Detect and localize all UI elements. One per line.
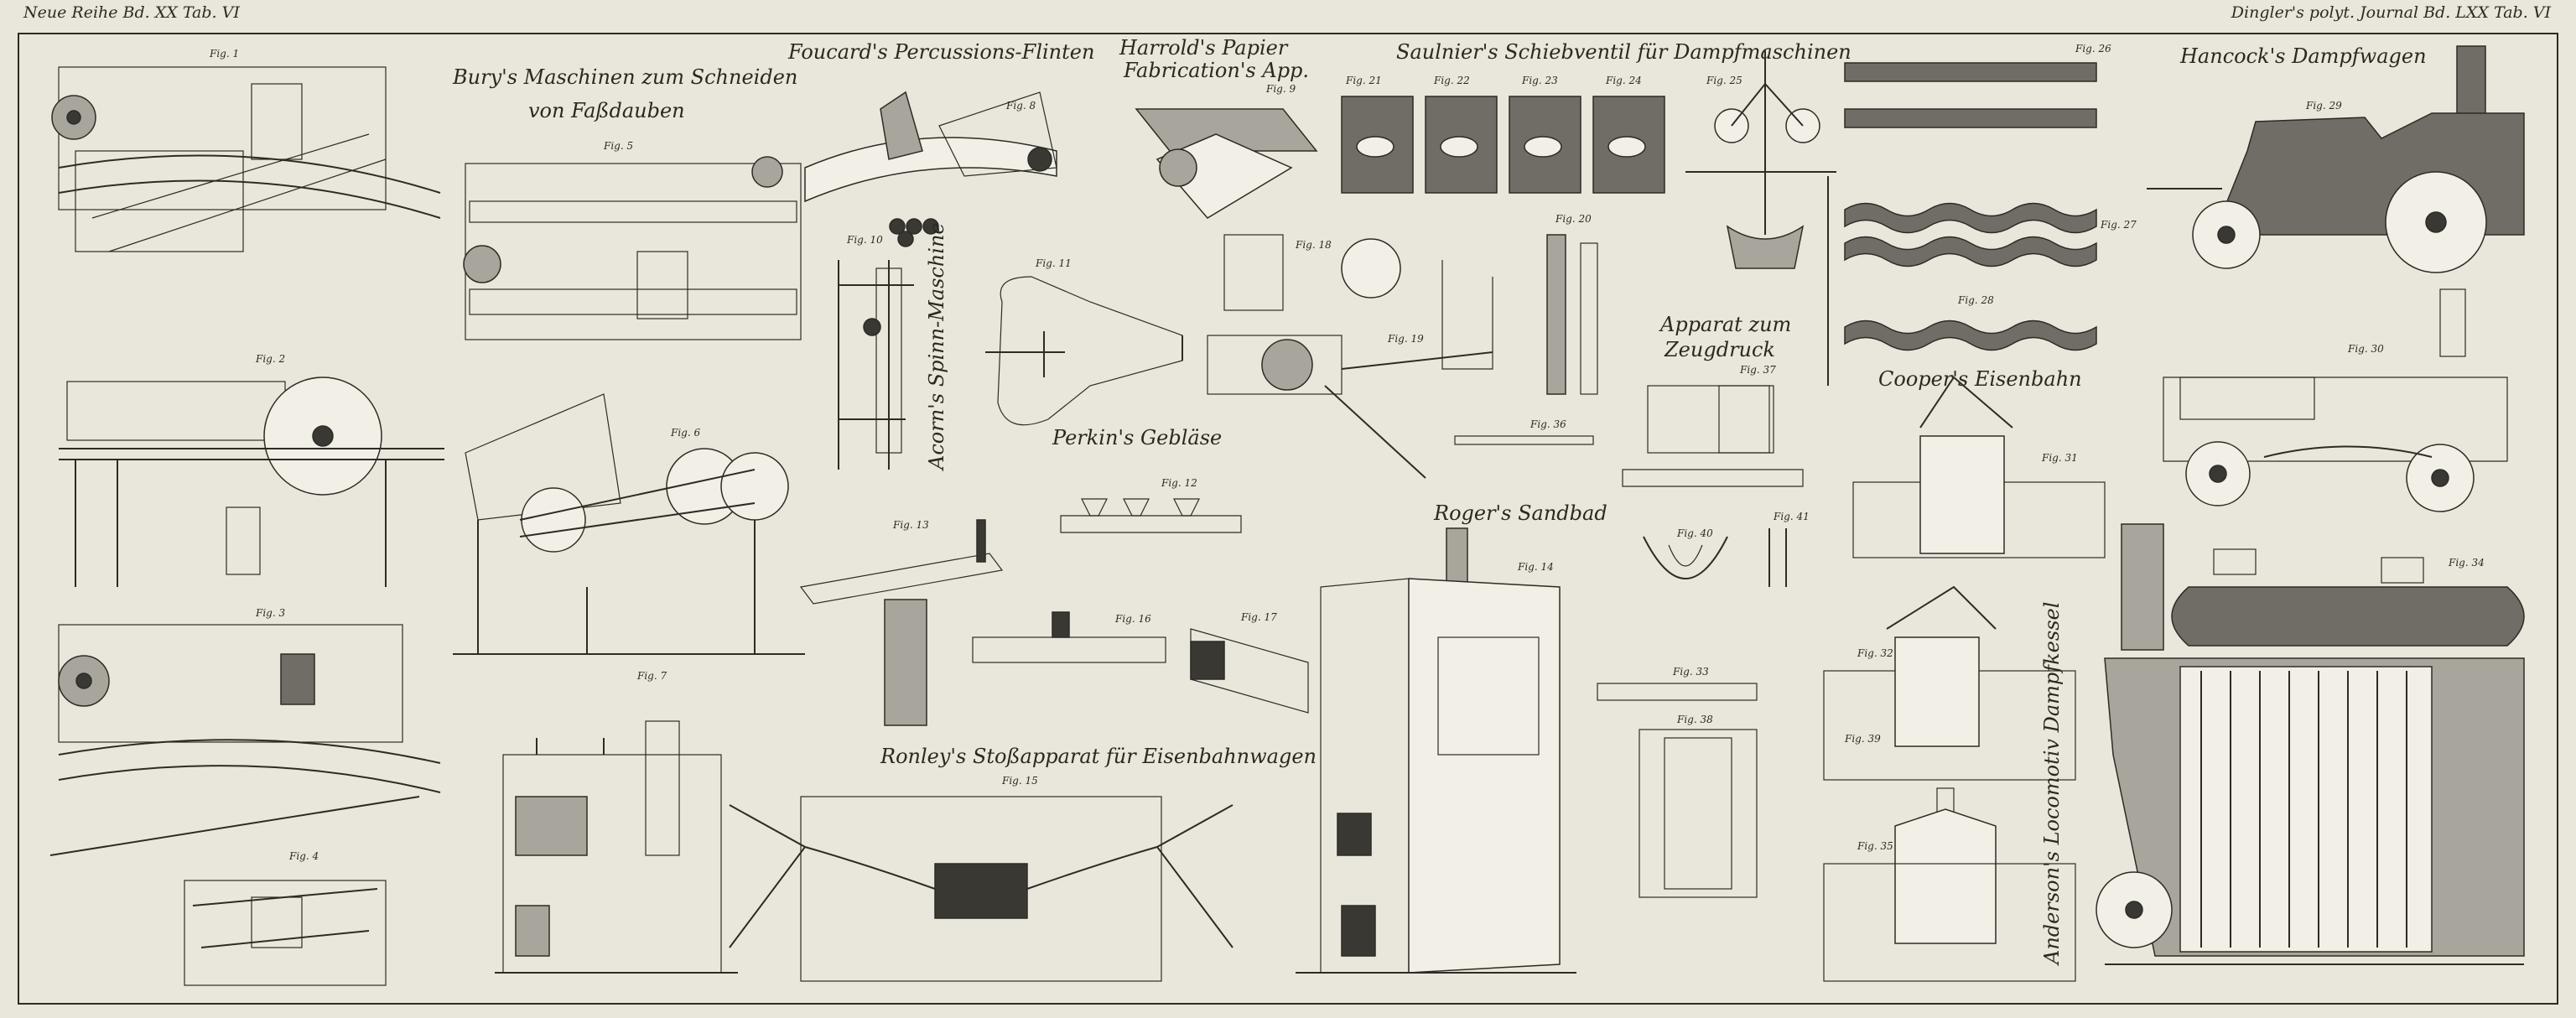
fig-26-to-28-drawing — [1844, 62, 2097, 351]
fig-8-label: Fig. 8 — [1005, 100, 1036, 112]
rogers-title: Roger's Sandbad — [1433, 501, 1607, 525]
fig-37-drawing — [1622, 385, 1804, 487]
fig-1-drawing — [51, 66, 441, 252]
fig-30-drawing — [2163, 288, 2508, 512]
fig-23-label: Fig. 23 — [1521, 75, 1558, 86]
fig-3-label: Fig. 3 — [255, 607, 285, 619]
fig-25-label: Fig. 25 — [1706, 75, 1742, 86]
apparatus-title-line1: Apparat zum — [1659, 313, 1791, 336]
fig-40-label: Fig. 40 — [1676, 527, 1713, 539]
fig-17-label: Fig. 17 — [1240, 611, 1277, 623]
foucard-title: Foucard's Percussions-Flinten — [787, 40, 1094, 64]
fig-11-drawing — [985, 276, 1183, 426]
bury-title-line2: von Faßdauben — [528, 99, 685, 122]
fig-35-label: Fig. 35 — [1857, 840, 1893, 852]
fig-33-drawing — [1597, 683, 1758, 701]
fig-22-label: Fig. 22 — [1433, 75, 1470, 86]
plate-header-right: Dingler's polyt. Journal Bd. LXX Tab. VI — [2231, 3, 2551, 22]
fig-18-drawing — [1223, 234, 1401, 311]
ronley-title: Ronley's Stoßapparat für Eisenbahnwagen — [880, 745, 1317, 768]
fig-33-label: Fig. 33 — [1672, 666, 1709, 678]
fig-12-label: Fig. 12 — [1161, 477, 1197, 489]
fig-30-label: Fig. 30 — [2347, 343, 2384, 355]
perkins-title: Perkin's Gebläse — [1052, 426, 1222, 449]
fig-3-drawing — [49, 624, 441, 856]
fig-29-label: Fig. 29 — [2305, 100, 2342, 112]
fig-2-label: Fig. 2 — [255, 353, 285, 365]
fig-2-drawing — [59, 377, 444, 587]
fig-20-drawing — [1546, 234, 1598, 395]
fig-9-label: Fig. 9 — [1265, 83, 1296, 95]
fig-41-label: Fig. 41 — [1773, 511, 1810, 522]
fig-13-label: Fig. 13 — [892, 519, 929, 531]
fig-24-label: Fig. 24 — [1605, 75, 1642, 86]
fig-37-label: Fig. 37 — [1739, 364, 1776, 376]
fig-17-drawing — [1190, 628, 1309, 714]
fig-26-label: Fig. 26 — [2075, 43, 2111, 55]
fig-27-label: Fig. 27 — [2100, 219, 2137, 231]
fig-38-drawing — [1639, 729, 1758, 898]
fig-10-drawing — [838, 260, 914, 470]
fig-39-label: Fig. 39 — [1844, 733, 1881, 745]
fig-41-drawing — [1768, 528, 1787, 587]
fig-35-drawing — [1823, 787, 2076, 982]
fig-4-drawing — [184, 880, 387, 986]
fig-36-label: Fig. 36 — [1530, 418, 1566, 430]
fig-32-drawing — [1823, 585, 2076, 781]
fig-16-drawing — [972, 611, 1166, 663]
fig-16-label: Fig. 16 — [1114, 613, 1151, 625]
fig-9-drawing — [1135, 108, 1318, 219]
fig-12-drawing — [1060, 498, 1242, 533]
fig-7-label: Fig. 7 — [636, 670, 667, 682]
fig-14-label: Fig. 14 — [1517, 561, 1554, 573]
plate-border — [18, 33, 2558, 1005]
bury-title-line1: Bury's Maschinen zum Schneiden — [452, 65, 797, 89]
fig-1-label: Fig. 1 — [209, 48, 239, 60]
fig-19-drawing — [1207, 260, 1493, 479]
fig-7-drawing — [495, 720, 738, 974]
plate-header-left: Neue Reihe Bd. XX Tab. VI — [23, 3, 240, 22]
fig-11-label: Fig. 11 — [1035, 257, 1072, 269]
fig-19-label: Fig. 19 — [1387, 333, 1424, 345]
fig-31-label: Fig. 31 — [2041, 452, 2078, 464]
saulnier-title: Saulnier's Schiebventil für Dampfmaschin… — [1396, 40, 1852, 64]
fig-20-label: Fig. 20 — [1555, 213, 1592, 225]
fig-21-to-24-drawing — [1341, 96, 1665, 194]
fig-10-label: Fig. 10 — [846, 234, 883, 246]
fig-15-drawing — [729, 796, 1233, 982]
fig-6-drawing — [453, 393, 805, 655]
fig-5-label: Fig. 5 — [603, 140, 633, 152]
anderson-title: Anderson's Locomotiv Dampfkessel — [2040, 602, 2064, 966]
harrold-title-line2: Fabrication's App. — [1123, 59, 1309, 82]
fig-34-label: Fig. 34 — [2448, 557, 2485, 569]
fig-40-drawing — [1643, 536, 1728, 579]
fig-5-drawing — [463, 156, 802, 340]
fig-13-drawing — [799, 519, 1004, 726]
fig-38-label: Fig. 38 — [1676, 714, 1713, 725]
fig-29-drawing — [2147, 45, 2525, 273]
fig-18-label: Fig. 18 — [1295, 239, 1332, 251]
fig-34-drawing — [2096, 523, 2525, 965]
fig-31-drawing — [1852, 376, 2106, 558]
fig-6-label: Fig. 6 — [670, 427, 700, 439]
acorn-title: Acorn's Spinn-Maschine — [925, 222, 948, 471]
fig-25-drawing — [1685, 50, 1836, 386]
fig-8-drawing — [804, 91, 1057, 247]
hancock-title: Hancock's Dampfwagen — [2179, 44, 2427, 68]
fig-21-label: Fig. 21 — [1345, 75, 1382, 86]
fig-4-label: Fig. 4 — [288, 850, 319, 862]
apparatus-title-line2: Zeugdruck — [1664, 338, 1775, 361]
fig-14-drawing — [1296, 527, 1576, 974]
fig-32-label: Fig. 32 — [1857, 647, 1893, 659]
fig-15-label: Fig. 15 — [1001, 775, 1038, 787]
coopers-title: Cooper's Eisenbahn — [1878, 367, 2082, 391]
fig-28-label: Fig. 28 — [1957, 294, 1994, 306]
fig-36-drawing — [1454, 435, 1594, 445]
harrold-title-line1: Harrold's Papier — [1119, 36, 1289, 60]
